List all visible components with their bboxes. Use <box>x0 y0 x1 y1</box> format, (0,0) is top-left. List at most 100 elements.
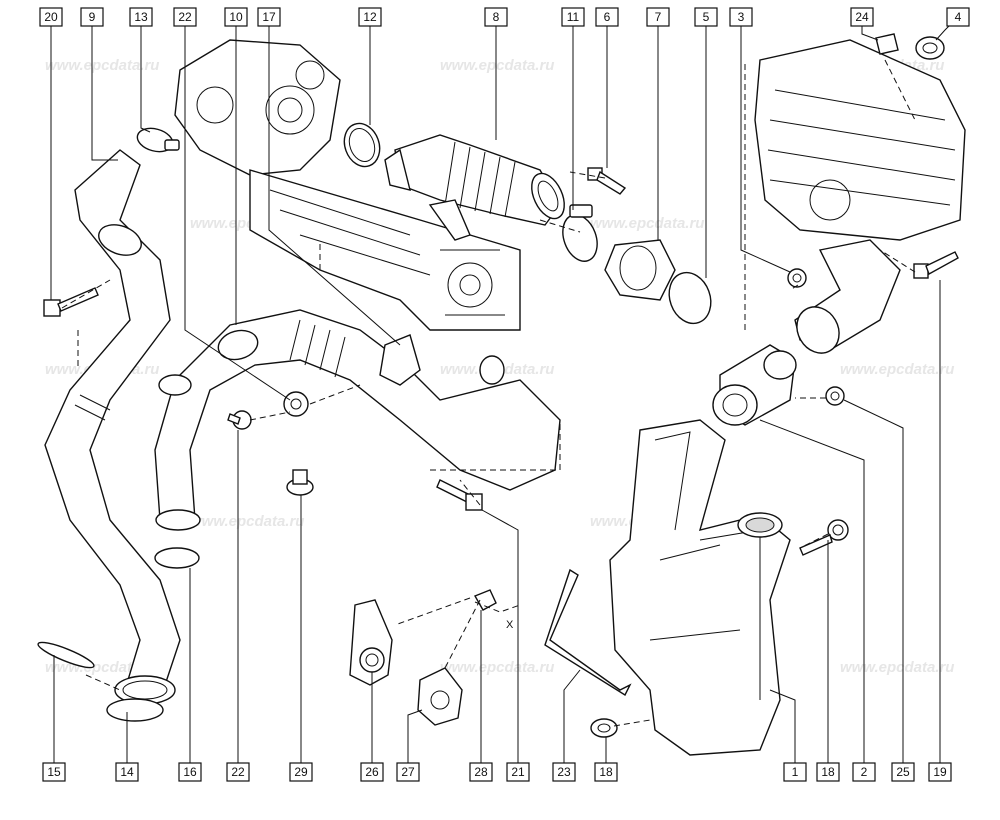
bolt-part-20 <box>43 287 99 317</box>
svg-text:1: 1 <box>792 765 799 779</box>
callout-label-11: 11 <box>561 7 585 27</box>
callout-label-5: 5 <box>694 7 718 27</box>
callout-label-27: 27 <box>396 762 420 782</box>
duct-connector-part-2 <box>712 344 797 426</box>
fastener-part-3 <box>787 268 807 288</box>
svg-text:25: 25 <box>896 765 910 779</box>
svg-text:18: 18 <box>599 765 613 779</box>
screw-part-22-left <box>227 410 252 430</box>
callout-label-13: 13 <box>129 7 153 27</box>
clip-part-24 <box>875 33 899 55</box>
watermark-text: www.epcdata.ru <box>440 659 554 676</box>
o-ring-small <box>479 355 505 385</box>
gasket-ring-part-15 <box>37 641 95 669</box>
svg-text:28: 28 <box>474 765 488 779</box>
callout-label-28: 28 <box>469 762 493 782</box>
air-filter-housing-upper <box>754 39 966 354</box>
cap-part-4 <box>915 36 945 60</box>
watermark-text: www.epcdata.ru <box>840 659 954 676</box>
callout-label-7: 7 <box>646 7 670 27</box>
intercooler-hose-part-9 <box>44 149 181 705</box>
clip-part-18-right <box>799 519 849 556</box>
assembly-guide-lines <box>61 59 916 727</box>
callout-label-18: 18 <box>816 762 840 782</box>
svg-text:12: 12 <box>363 10 377 24</box>
callout-label-17: 17 <box>257 7 281 27</box>
o-ring-part-5 <box>668 271 712 325</box>
clamp-ring-part-12 <box>343 122 381 168</box>
callout-label-18: 18 <box>594 762 618 782</box>
connector-part-17 <box>379 334 421 386</box>
svg-text:6: 6 <box>604 10 611 24</box>
svg-text:24: 24 <box>855 10 869 24</box>
svg-text:20: 20 <box>44 10 58 24</box>
bracket-part-23 <box>544 568 632 697</box>
callout-label-25: 25 <box>891 762 915 782</box>
bolt-part-19 <box>913 251 959 279</box>
nut-part-25 <box>825 386 845 406</box>
svg-text:19: 19 <box>933 765 947 779</box>
svg-text:26: 26 <box>365 765 379 779</box>
callout-label-23: 23 <box>552 762 576 782</box>
gasket-plate-part-26 <box>349 599 393 686</box>
svg-text:29: 29 <box>294 765 308 779</box>
callout-label-2: 2 <box>852 762 876 782</box>
svg-text:18: 18 <box>821 765 835 779</box>
flange-connector-part-7 <box>604 239 676 301</box>
screw-part-6 <box>587 167 627 195</box>
watermark-text: www.epcdata.ru <box>590 215 704 232</box>
callout-label-22: 22 <box>173 7 197 27</box>
bolt-part-29 <box>286 469 314 496</box>
svg-text:15: 15 <box>47 765 61 779</box>
intercooler-hose-part-10 <box>154 309 561 531</box>
svg-text:16: 16 <box>183 765 197 779</box>
callout-label-12: 12 <box>358 7 382 27</box>
callout-label-15: 15 <box>42 762 66 782</box>
callout-label-9: 9 <box>80 7 104 27</box>
svg-text:27: 27 <box>401 765 415 779</box>
nut-part-28 <box>473 589 497 611</box>
screw-part-22-mid <box>283 391 309 417</box>
annotation-x: X <box>506 619 514 631</box>
callout-label-4: 4 <box>946 7 970 27</box>
engine-turbo-assembly <box>174 39 521 331</box>
callout-label-16: 16 <box>178 762 202 782</box>
callout-label-10: 10 <box>224 7 248 27</box>
callout-label-24: 24 <box>850 7 874 27</box>
callout-label-6: 6 <box>595 7 619 27</box>
intake-hose-part-8 <box>384 134 565 241</box>
svg-text:21: 21 <box>511 765 525 779</box>
hose-clamp-part-11 <box>562 204 598 262</box>
callout-label-21: 21 <box>506 762 530 782</box>
callouts-top: 20 9 13 22 10 17 12 8 11 6 7 5 3 24 4 <box>39 7 970 27</box>
svg-text:3: 3 <box>738 10 745 24</box>
svg-text:9: 9 <box>89 10 96 24</box>
svg-text:10: 10 <box>229 10 243 24</box>
callout-label-8: 8 <box>484 7 508 27</box>
seal-part-14 <box>106 698 164 722</box>
svg-text:22: 22 <box>178 10 192 24</box>
callout-label-22: 22 <box>226 762 250 782</box>
watermark-text: www.epcdata.ru <box>190 513 304 530</box>
callout-label-19: 19 <box>928 762 952 782</box>
watermark-text: www.epcdata.ru <box>840 361 954 378</box>
clamp-part-13 <box>136 127 180 153</box>
svg-text:11: 11 <box>567 10 580 24</box>
svg-text:8: 8 <box>493 10 500 24</box>
svg-text:7: 7 <box>655 10 662 24</box>
gasket-part-27 <box>417 667 463 726</box>
watermark-text: www.epcdata.ru <box>45 57 159 74</box>
svg-text:2: 2 <box>861 765 868 779</box>
callouts-bottom: 15 14 16 22 29 26 27 28 21 23 18 1 18 2 … <box>42 762 952 782</box>
svg-text:5: 5 <box>703 10 710 24</box>
air-duct-resonator-part-1 <box>609 419 791 756</box>
svg-text:13: 13 <box>134 10 148 24</box>
o-ring-part-16 <box>154 547 200 569</box>
grommet-part-18-bottom <box>590 718 618 738</box>
watermark-text: www.epcdata.ru <box>440 57 554 74</box>
callout-label-14: 14 <box>115 762 139 782</box>
callout-label-1: 1 <box>783 762 807 782</box>
callout-label-29: 29 <box>289 762 313 782</box>
svg-text:22: 22 <box>231 765 245 779</box>
